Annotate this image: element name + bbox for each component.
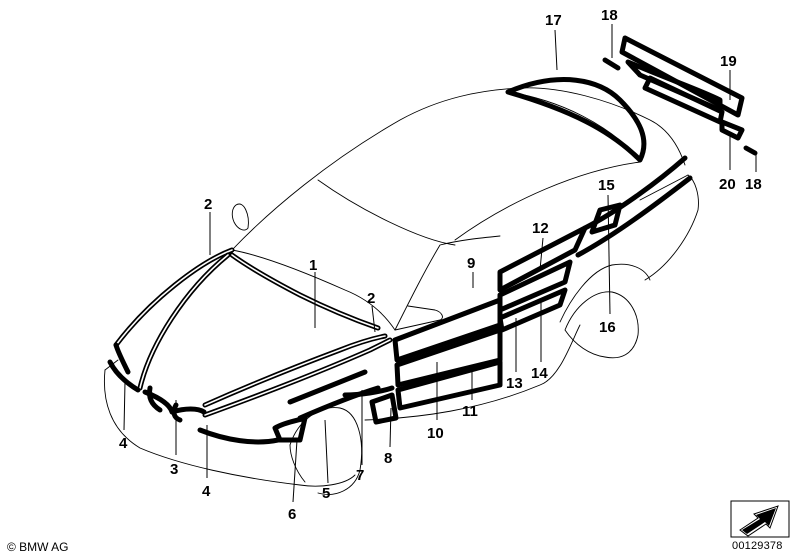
callout-12[interactable]: 12 (532, 220, 549, 237)
part-number: 00129378 (732, 540, 783, 552)
stripe-hood-1[interactable] (229, 252, 381, 331)
callout-15[interactable]: 15 (598, 177, 615, 194)
kidney-grille[interactable] (142, 385, 207, 423)
callout-13[interactable]: 13 (506, 375, 523, 392)
rear-quarter-stripe[interactable] (575, 155, 693, 258)
fender-stripe[interactable] (287, 369, 395, 421)
callout-11[interactable]: 11 (462, 403, 478, 420)
stripe-hood-edge[interactable] (113, 247, 235, 391)
roof-stripe[interactable] (505, 77, 647, 163)
callouts: 1 2 2 3 4 4 5 6 7 8 9 10 11 12 13 14 15 … (119, 7, 762, 523)
callout-14[interactable]: 14 (531, 365, 548, 382)
next-arrow-button[interactable] (730, 500, 790, 540)
callout-19[interactable]: 19 (720, 53, 737, 70)
callout-7[interactable]: 7 (356, 467, 364, 484)
callout-4-left[interactable]: 4 (119, 435, 128, 452)
callout-3[interactable]: 3 (170, 461, 178, 478)
copyright-text: © BMW AG (7, 540, 69, 554)
callout-2-fender[interactable]: 2 (367, 290, 375, 307)
headlight-trim-left[interactable] (107, 359, 141, 393)
spoiler-stripe-parts[interactable] (602, 35, 758, 156)
car-outline (103, 87, 699, 495)
callout-18-top[interactable]: 18 (601, 7, 618, 24)
callout-18-right[interactable]: 18 (745, 176, 762, 193)
callout-2-hood[interactable]: 2 (204, 196, 212, 213)
stripe-hood-front[interactable] (202, 333, 393, 418)
leader-lines (123, 24, 757, 503)
callout-5[interactable]: 5 (322, 485, 330, 502)
callout-6[interactable]: 6 (288, 506, 296, 523)
callout-9[interactable]: 9 (467, 255, 475, 272)
headlight-trim-right[interactable] (197, 415, 308, 445)
callout-8[interactable]: 8 (384, 450, 392, 467)
callout-4-right[interactable]: 4 (202, 483, 211, 500)
arrow-icon (730, 500, 790, 538)
door-panel-rear[interactable] (497, 225, 588, 333)
callout-1[interactable]: 1 (309, 257, 317, 274)
door-panel-front[interactable] (369, 297, 503, 425)
callout-17[interactable]: 17 (545, 12, 562, 29)
callout-16[interactable]: 16 (599, 319, 616, 336)
callout-20[interactable]: 20 (719, 176, 736, 193)
callout-10[interactable]: 10 (427, 425, 444, 442)
